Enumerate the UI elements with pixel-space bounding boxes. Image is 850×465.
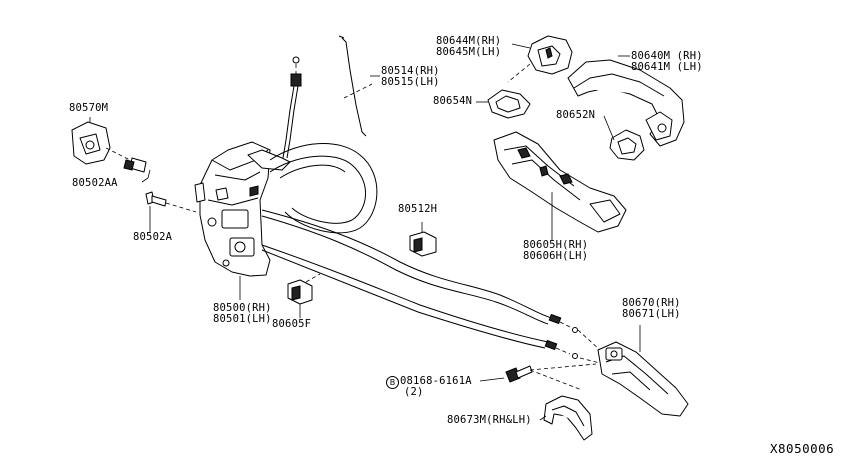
label-80644M-80645M: 80644M(RH) 80645M(LH) xyxy=(436,35,502,58)
label-80673M: 80673M(RH&LH) xyxy=(447,414,532,426)
label-80605H-80606H: 80605H(RH) 80606H(LH) xyxy=(523,239,589,262)
lock-rod xyxy=(338,35,373,137)
gasket-80652N xyxy=(609,129,645,161)
clip-80605F xyxy=(287,273,321,318)
label-80500-80501: 80500(RH) 80501(LH) xyxy=(213,302,272,325)
label-80514-80515: 80514(RH) 80515(LH) xyxy=(381,65,440,88)
leader-lines xyxy=(141,43,630,421)
outside-handle xyxy=(567,59,685,147)
label-80652N: 80652N xyxy=(556,109,596,121)
handle-bracket xyxy=(493,131,627,240)
bolt-symbol-icon: B xyxy=(386,376,399,389)
inside-handle xyxy=(597,325,689,417)
label-80640M-80641M: 80640M (RH) 80641M (LH) xyxy=(631,50,703,73)
label-08168-6161A: 08168-6161A (2) xyxy=(400,375,472,398)
handle-escutcheon xyxy=(507,35,573,83)
label-80502A: 80502A xyxy=(133,231,173,243)
gasket-80654N xyxy=(487,89,531,119)
label-80512H: 80512H xyxy=(398,203,438,215)
cable-loop xyxy=(269,143,378,234)
label-80502AA: 80502AA xyxy=(72,177,118,189)
label-80670-80671: 80670(RH) 80671(LH) xyxy=(622,297,681,320)
label-80605F: 80605F xyxy=(272,318,312,330)
bolt-08168 xyxy=(505,363,597,391)
label-80570M: 80570M xyxy=(69,102,109,114)
label-80654N: 80654N xyxy=(433,95,473,107)
door-lock-actuator xyxy=(194,141,291,277)
escutcheon-80673M xyxy=(543,395,593,441)
diagram-id: X8050006 xyxy=(770,441,835,456)
handle-cables xyxy=(261,209,605,365)
clip-80512H xyxy=(409,222,437,257)
bolt-80502A xyxy=(145,191,197,213)
key-rod xyxy=(282,56,302,159)
bracket-80570M xyxy=(71,117,147,173)
